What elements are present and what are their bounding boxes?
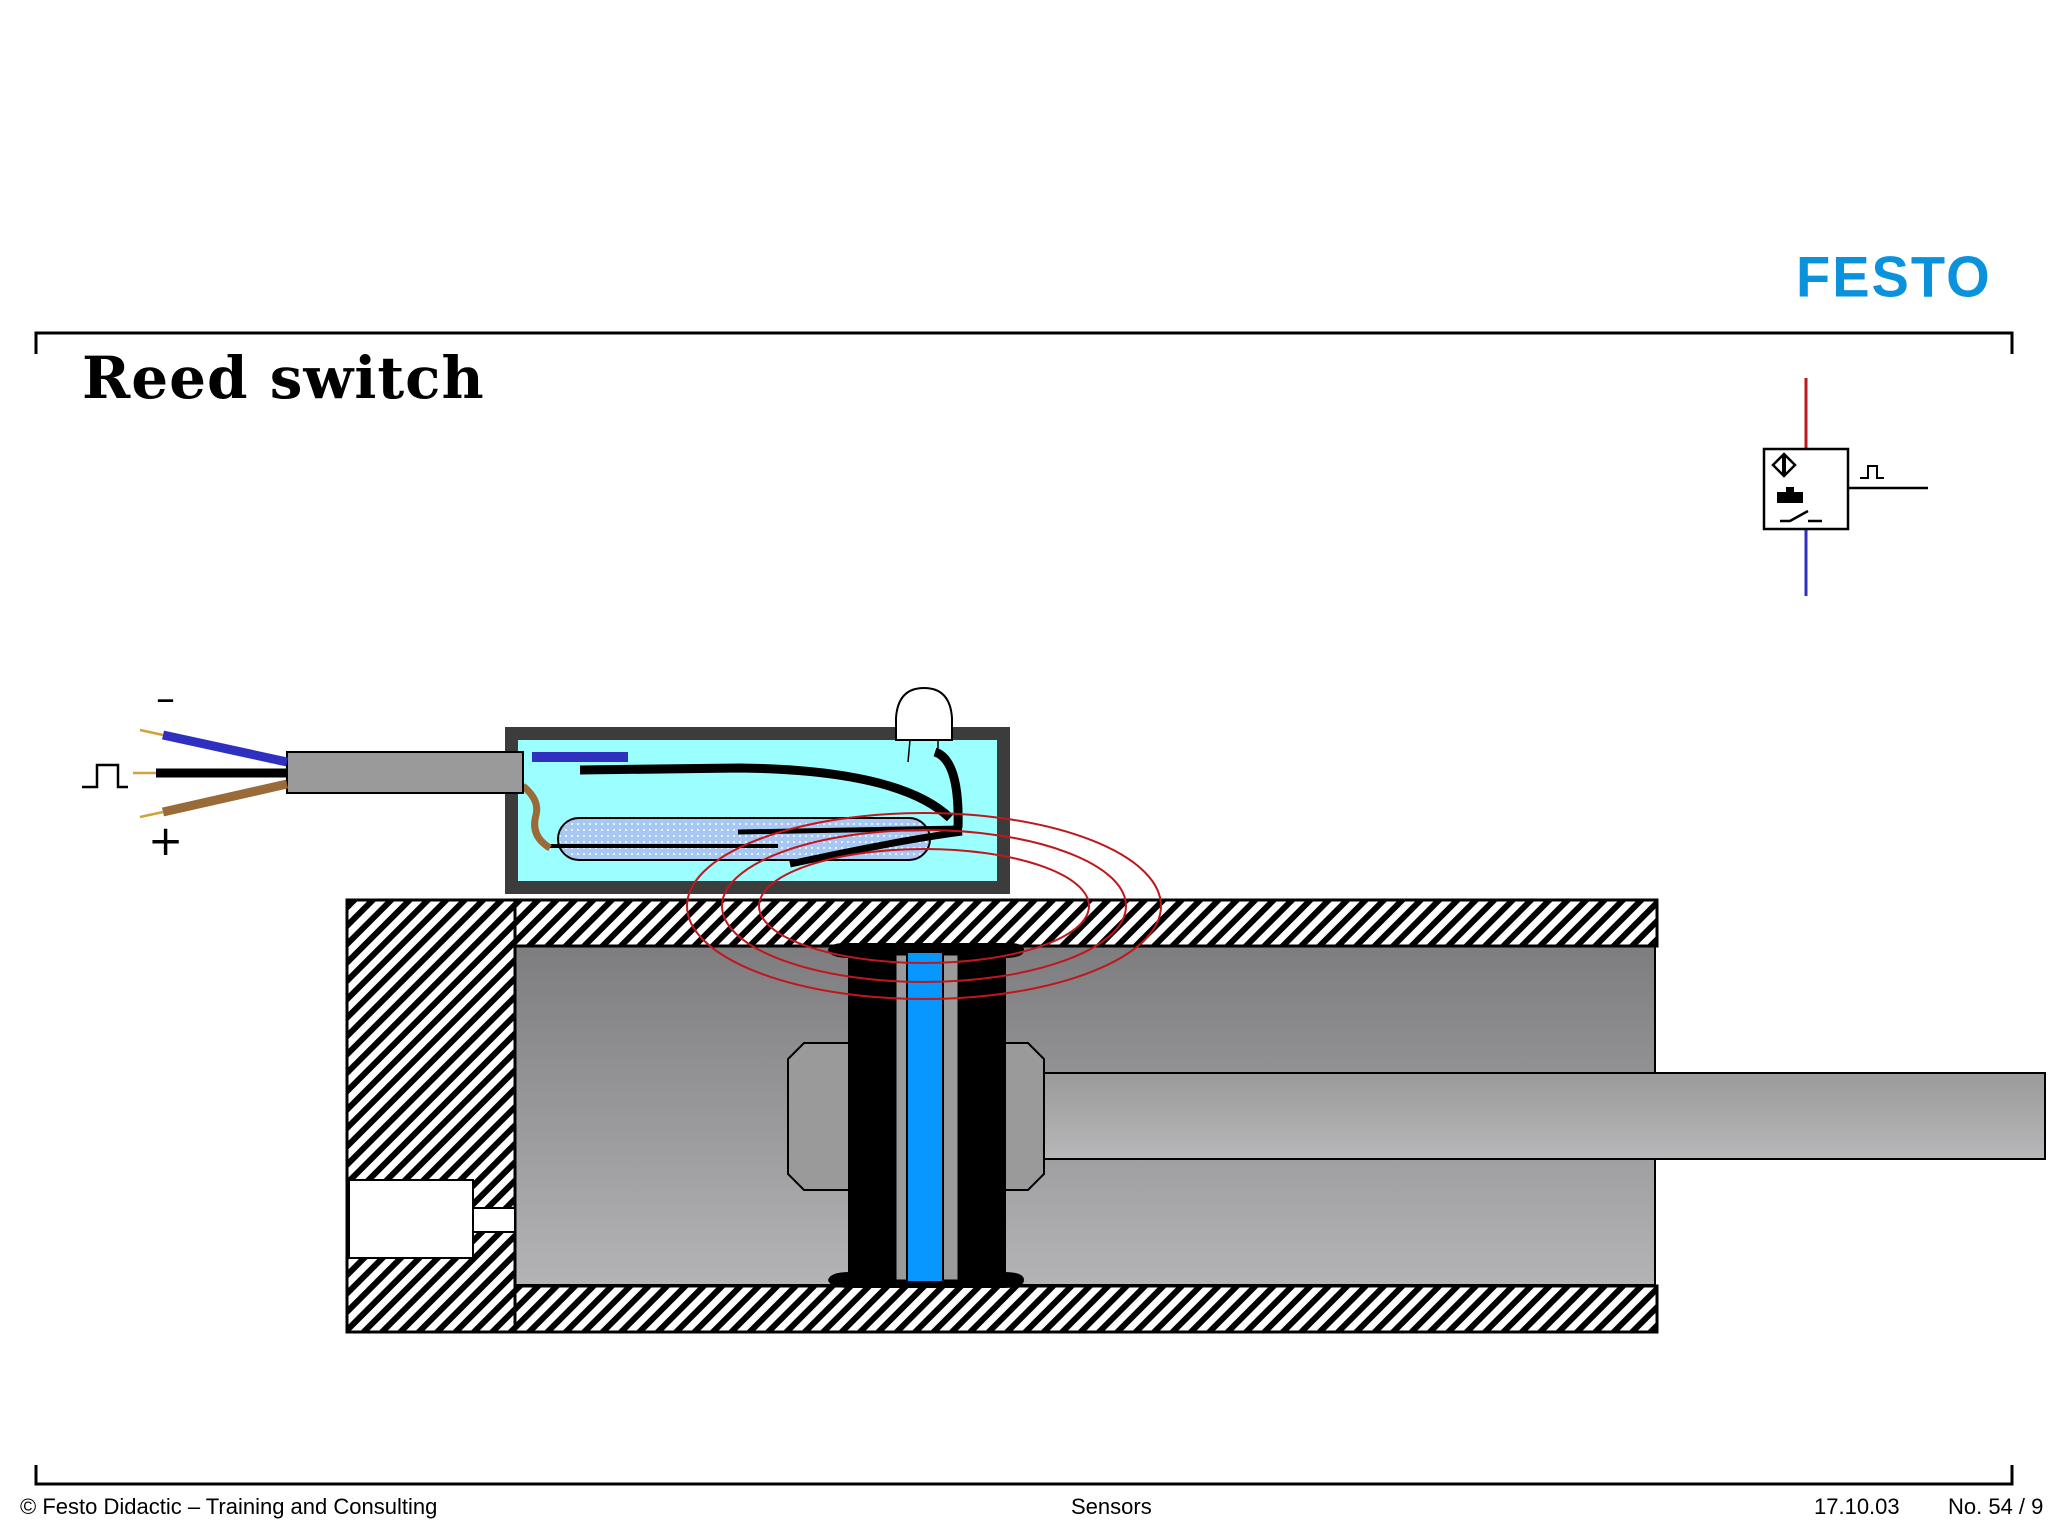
symbol-contact (1780, 509, 1822, 523)
led-indicator (895, 686, 953, 741)
internal-wire-contact (789, 828, 963, 868)
air-port-channel (472, 1207, 516, 1233)
footer-date: 17.10.03 (1814, 1494, 1900, 1519)
symbol-magnet (1777, 492, 1803, 503)
cable-sheath (286, 751, 524, 794)
plus-label: + (148, 816, 184, 865)
reed-contact-right (737, 825, 963, 835)
field-line-inner (758, 848, 1090, 964)
reed-glass-tube (557, 817, 931, 861)
slide-title: Reed switch (82, 344, 485, 412)
symbol-output-pulse (1860, 465, 1884, 479)
symbol-box (1762, 447, 1850, 531)
wire-blue (162, 730, 288, 767)
internal-wire-brown (520, 783, 552, 852)
magnetic-field-lines (686, 812, 1162, 1000)
circuit-symbol (1762, 378, 1928, 596)
footer-page-number: No. 54 / 9 (1948, 1494, 2044, 1519)
wire-brown (162, 779, 288, 817)
piston-rod (1041, 1072, 2046, 1160)
led-leg-left (907, 739, 911, 763)
field-line-mid (721, 829, 1127, 983)
seal-lip-top (828, 942, 1024, 958)
bottom-frame-line (34, 1465, 2014, 1486)
internal-wire-led (933, 747, 963, 829)
minus-label: – (156, 676, 175, 720)
internal-wire-black (579, 763, 954, 822)
cylinder-end-cap (345, 898, 517, 1334)
cylinder-bottom-wall (513, 1284, 1659, 1334)
symbol-magnet-notch (1786, 487, 1794, 492)
air-port (348, 1179, 474, 1259)
wire-tip-brown (139, 810, 164, 819)
cylinder-top-wall (513, 898, 1659, 948)
footer-topic: Sensors (1071, 1494, 1152, 1519)
festo-logo: FESTO (1796, 244, 1992, 309)
footer-copyright: © Festo Didactic – Training and Consulti… (20, 1494, 438, 1519)
top-frame-line (34, 331, 2014, 354)
pulse-symbol (82, 763, 128, 789)
permanent-magnet (906, 951, 944, 1283)
field-line-outer (686, 812, 1162, 1000)
piston-seal-right (958, 955, 1006, 1280)
wire-tip-blue (139, 728, 164, 737)
piston-seal-left (848, 955, 896, 1280)
